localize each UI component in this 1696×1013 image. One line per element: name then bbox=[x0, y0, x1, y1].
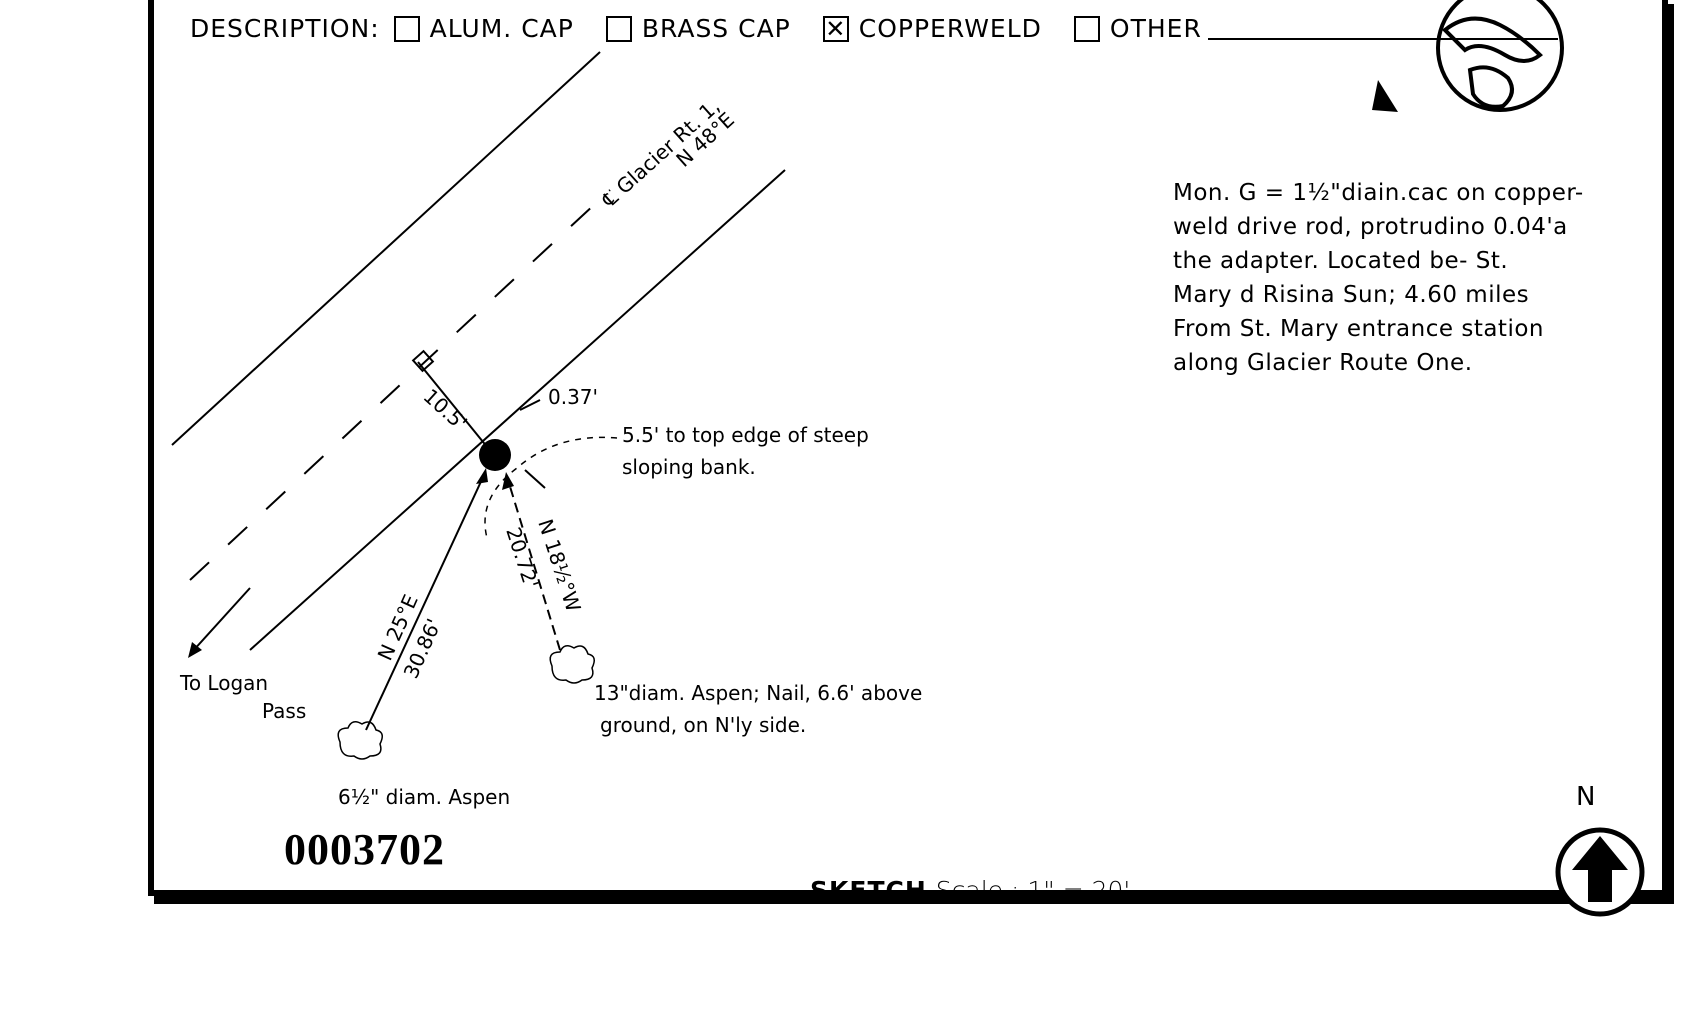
road-centerline bbox=[189, 189, 611, 581]
note-line: Mary d Risina Sun; 4.60 miles bbox=[1173, 282, 1530, 308]
tree2-line2: ground, on N'ly side. bbox=[600, 713, 806, 737]
tie2-bearing: N 18½°W bbox=[533, 516, 586, 615]
offset-small: 0.37' bbox=[548, 385, 598, 409]
sketch-label: SKETCH bbox=[810, 876, 927, 905]
option-other-label: OTHER bbox=[1109, 14, 1202, 43]
offset-distance: 10.5' bbox=[419, 384, 472, 435]
tie-line-aspen-2 bbox=[507, 479, 561, 651]
option-other[interactable]: OTHER bbox=[1073, 14, 1558, 43]
note-line: From St. Mary entrance station bbox=[1173, 316, 1544, 342]
checkbox-other[interactable] bbox=[1073, 15, 1100, 42]
direction-line2: Pass bbox=[262, 699, 306, 723]
north-arrow-icon bbox=[1555, 827, 1645, 917]
option-copperweld-label: COPPERWELD bbox=[858, 14, 1042, 43]
offset-line bbox=[417, 361, 489, 449]
road-edge-south bbox=[249, 169, 786, 651]
monument-marker bbox=[479, 439, 511, 471]
note-line: the adapter. Located be- St. bbox=[1173, 248, 1509, 274]
checkbox-alum-cap[interactable] bbox=[393, 15, 420, 42]
tree1-label: 6½" diam. Aspen bbox=[338, 785, 510, 809]
bank-note-2: sloping bank. bbox=[622, 455, 756, 479]
tie-line-aspen-1 bbox=[365, 474, 485, 731]
checkbox-brass-cap[interactable] bbox=[605, 15, 632, 42]
form-frame bbox=[148, 0, 1668, 896]
serial-number: 0003702 bbox=[284, 825, 445, 874]
description-label: DESCRIPTION: bbox=[190, 14, 380, 43]
tree2-line1: 13"diam. Aspen; Nail, 6.6' above bbox=[594, 681, 922, 705]
option-alum-cap[interactable]: ALUM. CAP bbox=[393, 14, 574, 43]
note-line: along Glacier Route One. bbox=[1173, 350, 1473, 376]
globe-logo-icon bbox=[1372, 0, 1564, 112]
aspen-tree-icon bbox=[337, 721, 383, 760]
description-row: DESCRIPTION: ALUM. CAP BRASS CAP ✕ COPPE… bbox=[190, 14, 1558, 43]
bank-note-1: 5.5' to top edge of steep bbox=[622, 423, 869, 447]
survey-sheet: DESCRIPTION: ALUM. CAP BRASS CAP ✕ COPPE… bbox=[148, 0, 1678, 908]
option-copperweld[interactable]: ✕ COPPERWELD bbox=[822, 14, 1042, 43]
logan-pass-arrow bbox=[191, 587, 251, 653]
note-line: Mon. G = 1½"diain.cac on copper- bbox=[1173, 180, 1584, 206]
north-label: N bbox=[1576, 782, 1596, 812]
note-line: weld drive rod, protrudino 0.04'a bbox=[1173, 214, 1568, 240]
direction-line1: To Logan bbox=[179, 671, 268, 695]
option-brass-cap[interactable]: BRASS CAP bbox=[605, 14, 791, 43]
scale-value: -Scale : 1" = 20' bbox=[926, 876, 1131, 905]
aspen-tree-icon bbox=[549, 645, 595, 684]
option-brass-cap-label: BRASS CAP bbox=[641, 14, 791, 43]
option-alum-cap-label: ALUM. CAP bbox=[429, 14, 574, 43]
other-blank-line[interactable] bbox=[1207, 18, 1558, 40]
road-edge-north bbox=[171, 51, 601, 446]
monument-description: Mon. G = 1½"diain.cac on copper- weld dr… bbox=[1173, 176, 1643, 380]
checkbox-copperweld[interactable]: ✕ bbox=[822, 15, 849, 42]
sketch-scale: SKETCH-Scale : 1" = 20' bbox=[810, 876, 1130, 905]
